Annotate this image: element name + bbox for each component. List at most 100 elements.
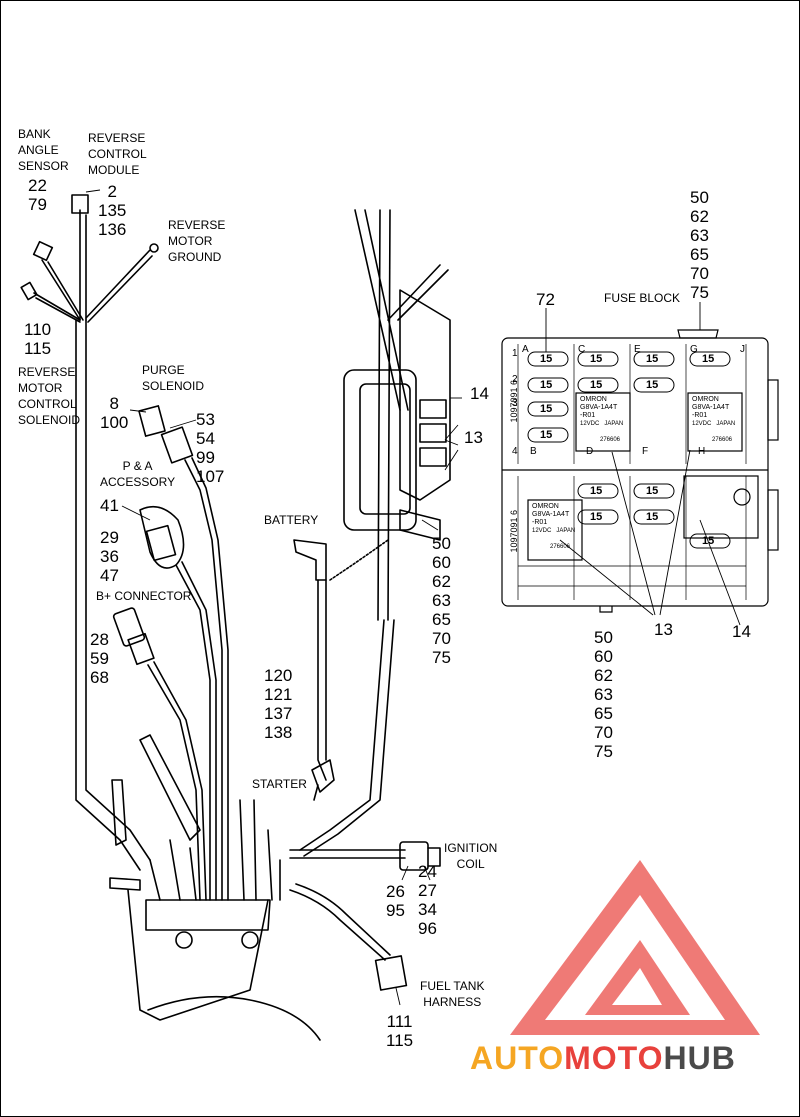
fuse-block-drawing (501, 302, 779, 626)
reverse-control-module-label: REVERSE CONTROL MODULE (88, 131, 147, 177)
fuse-row-letter-F: F (642, 446, 649, 457)
pa-accessory-label: P & A ACCESSORY (100, 459, 176, 489)
ignition-wire (289, 849, 406, 859)
relay-brand: OMRON (580, 396, 607, 403)
upper-harness-branches (33, 209, 153, 323)
watermark-part-moto: MOTO (564, 1040, 664, 1076)
reverse-solenoid-callout: 110 115 (24, 320, 52, 358)
reverse-module-callout: 2 135 136 (98, 182, 127, 239)
fuse-rating-3: 15 (540, 403, 553, 415)
accessory-callout: 41 (100, 496, 119, 515)
fuse-rating-12: 15 (590, 511, 603, 523)
relay-2-model: G8VA-1A4T -R01 (692, 404, 730, 419)
bank-angle-callout: 22 79 (28, 176, 47, 214)
fuse-block-label: FUSE BLOCK (604, 291, 681, 305)
reverse-motor-control-solenoid-label: REVERSE MOTOR CONTROL SOLENOID (18, 365, 81, 427)
accessory-wire (175, 561, 217, 901)
relay-spec: 12VDC JAPAN (580, 421, 624, 427)
fuse-rating-11: 15 (646, 485, 659, 497)
ignition-coil-label: IGNITION COIL (444, 841, 498, 871)
bottom-frame-assembly (109, 799, 321, 1041)
battery-cable-callout: 120 121 137 138 (264, 666, 293, 742)
fuse-row-number-4: 4 (512, 446, 518, 457)
frame-tubes (354, 209, 449, 621)
fuse-rating-7: 15 (646, 353, 659, 365)
bank-angle-sensor-label: BANK ANGLE SENSOR (18, 127, 69, 173)
fuel-tank-wire (289, 883, 391, 961)
conduit (139, 734, 201, 841)
watermark-text: AUTOMOTOHUB (470, 1040, 736, 1077)
fuse-row-letter-H: H (698, 446, 706, 457)
conduit-2 (111, 779, 127, 846)
fuse-row-number-3: 3 (512, 398, 518, 409)
relay-3-code: 276606 (550, 544, 571, 550)
starter-boot (311, 759, 335, 793)
fuel-tank-connector (374, 955, 408, 991)
fuse-column-letter-J: J (740, 344, 745, 355)
starter-label: STARTER (252, 777, 307, 791)
relay-3-brand: OMRON (532, 503, 559, 510)
fuse-bottom-list-callout: 50 60 62 63 65 70 75 (594, 628, 613, 761)
fuel-tank-harness-label: FUEL TANK HARNESS (420, 979, 485, 1009)
battery-cable (317, 579, 327, 781)
b-plus-connector-body (112, 607, 155, 666)
ignition-coil-connector (399, 841, 429, 871)
fuse-rating-4: 15 (540, 429, 553, 441)
relay-model: G8VA-1A4T -R01 (580, 404, 618, 419)
fuse-rating-1: 15 (540, 353, 553, 365)
frame-list-callout: 50 60 62 63 65 70 75 (432, 534, 451, 667)
bank-angle-sensor-connector (32, 240, 54, 262)
fuse-rating-13: 15 (646, 511, 659, 523)
relay-3-spec: 12VDC JAPAN (532, 528, 576, 534)
fuse-13-callout: 13 (654, 620, 673, 639)
b-plus-wire (147, 661, 207, 901)
relay-2-spec: 12VDC JAPAN (692, 421, 736, 427)
reverse-solenoid-connector (20, 281, 38, 301)
fuse-column-letter-E: E (634, 344, 641, 355)
fuse-row-number-2: 2 (512, 374, 518, 385)
fuse-block-side-number-lower: 1097091 6 (509, 510, 519, 553)
fuse-rating-8: 15 (646, 379, 659, 391)
fuse-column-letter-G: G (690, 344, 698, 355)
relay-fuse-frame (343, 289, 451, 541)
b-plus-connector-label: B+ CONNECTOR (96, 589, 192, 603)
relay-2-brand: OMRON (692, 396, 719, 403)
reverse-control-module-connector (71, 194, 89, 214)
relay-3-model: G8VA-1A4T -R01 (532, 511, 570, 526)
fuse-row-number-1: 1 (512, 348, 518, 359)
fuse-rating-14: 15 (702, 535, 715, 547)
fuse-rating-5: 15 (590, 353, 603, 365)
relay-frame-14-callout: 14 (470, 384, 489, 403)
relay-2-code: 276606 (712, 437, 733, 443)
watermark-part-hub: HUB (663, 1040, 736, 1076)
ignition-right-callout: 24 27 34 96 (418, 862, 437, 938)
accessory-connector-callout: 29 36 47 (100, 528, 119, 585)
fuse-rating-10: 15 (590, 485, 603, 497)
purge-solenoid-connector (138, 405, 194, 464)
fuel-tank-callout: 111 115 (386, 1012, 414, 1050)
main-trunk (75, 319, 151, 871)
fuse-column-letter-C: C (578, 344, 586, 355)
reverse-motor-ground-terminal (149, 243, 159, 253)
fuse-14-callout: 14 (732, 622, 751, 641)
fuse-row-letter-D: D (586, 446, 594, 457)
purge-callout: 8 100 (100, 394, 129, 432)
watermark-part-auto: AUTO (470, 1040, 565, 1076)
fuse-72-callout: 72 (536, 290, 555, 309)
fuse-rating-6: 15 (590, 379, 603, 391)
b-plus-callout: 28 59 68 (90, 630, 109, 687)
purge-connector-callout: 53 54 99 107 (196, 410, 225, 486)
battery-terminal (293, 539, 327, 581)
relay-code: 276606 (600, 437, 621, 443)
purge-solenoid-label: PURGE SOLENOID (142, 363, 205, 393)
fuse-rating-2: 15 (540, 379, 553, 391)
fuse-rating-9: 15 (702, 353, 715, 365)
purge-wire (184, 457, 229, 901)
fuse-column-letter-A: A (522, 344, 529, 355)
watermark-logo (510, 860, 760, 1035)
relay-frame-13-callout: 13 (464, 428, 483, 447)
starter-lead (313, 784, 319, 801)
fuse-top-list-callout: 50 62 63 65 70 75 (690, 188, 709, 302)
ignition-left-callout: 26 95 (386, 882, 405, 920)
